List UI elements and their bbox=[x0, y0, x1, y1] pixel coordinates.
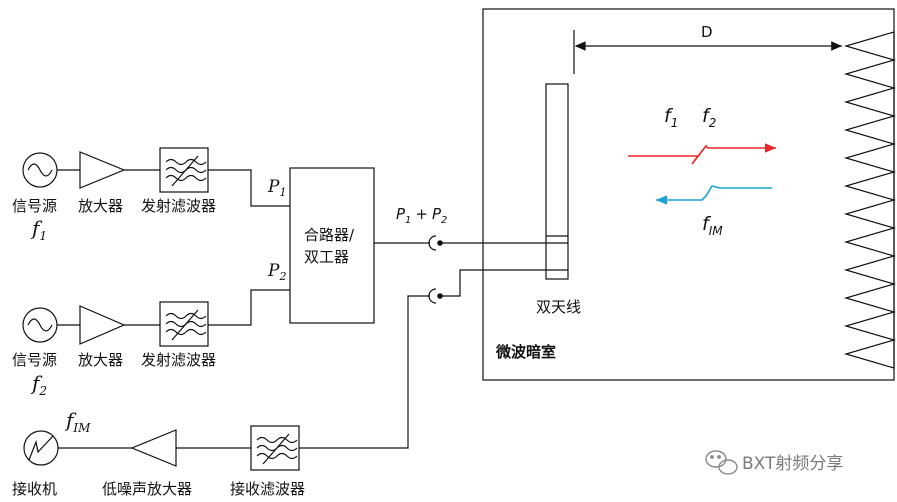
watermark-text: BXT射频分享 bbox=[742, 454, 843, 474]
f2-chamber-symbol: f2 bbox=[702, 105, 716, 130]
fim-receiver-symbol: fIM bbox=[64, 408, 91, 435]
fim-chamber-symbol: fIM bbox=[702, 213, 723, 238]
combiner-label-line1: 合路器/ bbox=[304, 226, 355, 244]
distance-label: D bbox=[701, 23, 713, 41]
amplifier-icon bbox=[79, 151, 126, 189]
source-2-label: 信号源 bbox=[12, 351, 57, 369]
amplifier-2-label: 放大器 bbox=[78, 351, 123, 369]
f1-symbol: f1 bbox=[30, 216, 47, 243]
signal-source-2 bbox=[22, 307, 58, 343]
tx-filter-1 bbox=[159, 147, 209, 193]
combiner-label-line2: 双工器 bbox=[304, 248, 349, 266]
connector-icon bbox=[428, 288, 437, 304]
p2-symbol: P2 bbox=[267, 261, 286, 283]
amplifier-icon bbox=[79, 305, 126, 345]
p1-symbol: P1 bbox=[267, 177, 286, 199]
receiver-label: 接收机 bbox=[12, 480, 57, 498]
lna-label: 低噪声放大器 bbox=[102, 480, 192, 498]
tx-filter-1-label: 发射滤波器 bbox=[141, 197, 216, 215]
connector-icon bbox=[424, 235, 437, 251]
combiner-box bbox=[289, 167, 375, 324]
rx-filter bbox=[250, 425, 300, 471]
tx-filter-2-label: 发射滤波器 bbox=[141, 351, 216, 369]
rx-filter-label: 接收滤波器 bbox=[230, 480, 305, 498]
forward-signal-arrow bbox=[628, 143, 776, 165]
filter-icon bbox=[159, 147, 209, 193]
amplifier-1-label: 放大器 bbox=[78, 197, 123, 215]
filter-icon bbox=[250, 425, 300, 471]
antenna-label: 双天线 bbox=[536, 298, 581, 316]
filter-icon bbox=[159, 301, 209, 347]
dual-antenna bbox=[545, 83, 569, 280]
p1-plus-p2-symbol: P1+P2 bbox=[396, 205, 447, 226]
lna-icon bbox=[130, 429, 177, 467]
absorber-icon bbox=[843, 31, 897, 369]
chamber-label: 微波暗室 bbox=[495, 343, 556, 361]
wechat-icon bbox=[705, 450, 738, 475]
anechoic-chamber bbox=[482, 8, 895, 381]
f1-chamber-symbol: f1 bbox=[664, 105, 678, 130]
signal-source-1 bbox=[22, 152, 58, 188]
f2-symbol: f2 bbox=[30, 371, 47, 398]
receiver-icon bbox=[23, 430, 59, 466]
reflected-signal-arrow bbox=[656, 185, 772, 205]
source-1-label: 信号源 bbox=[12, 197, 57, 215]
tx-filter-2 bbox=[159, 301, 209, 347]
